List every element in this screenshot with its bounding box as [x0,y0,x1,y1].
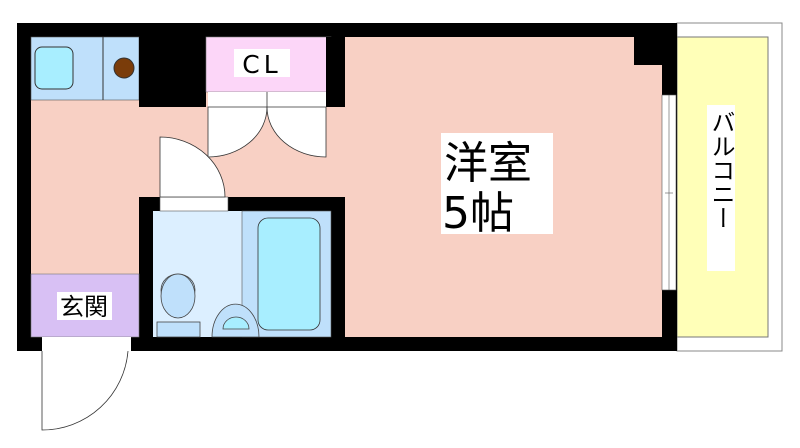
balcony-label-bg [707,105,735,271]
wall-notch [634,37,662,65]
closet-wall [326,37,345,107]
sink-icon [34,46,74,90]
closet-door-icon [207,92,327,158]
bathtub-icon [257,217,321,331]
stove-icon [113,57,135,79]
entrance-door-icon[interactable] [41,350,129,431]
wall-block [139,37,206,107]
bathroom-door-icon[interactable] [159,136,226,198]
western-room-size: 5帖 [442,188,514,239]
entrance-door-opening [42,337,131,351]
closet-label: CL [242,50,281,79]
toilet-icon [156,273,201,338]
western-room-label-bg [441,133,553,234]
bathroom-door-opening [159,196,229,212]
washbasin-icon [211,303,260,338]
window-icon [661,94,677,291]
entrance-label: 玄関 [60,293,108,321]
balcony-label: バルコニー [707,110,735,230]
western-room-name: 洋室 [444,138,532,189]
